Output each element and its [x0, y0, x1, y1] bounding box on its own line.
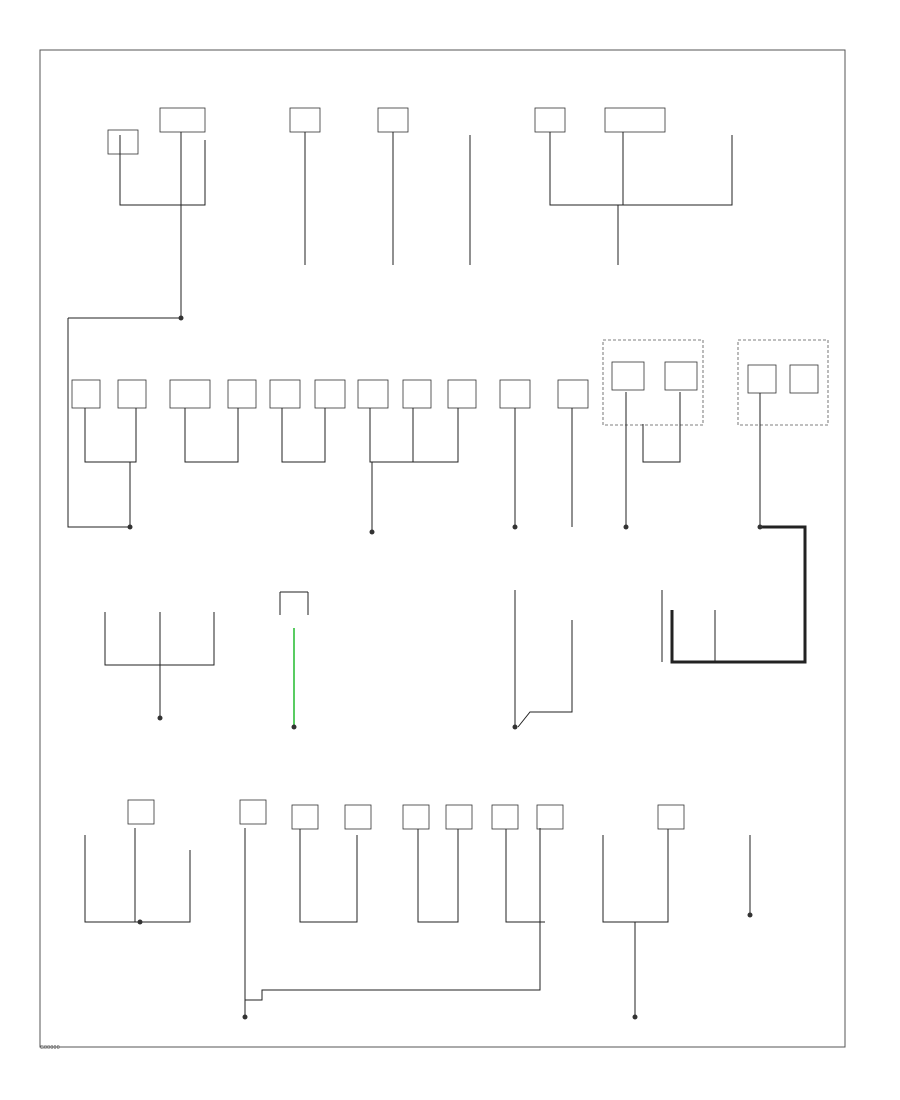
wires — [67, 132, 807, 1017]
component-box — [747, 364, 777, 394]
component-box — [534, 107, 566, 133]
component-box — [289, 107, 321, 133]
ground-point — [369, 529, 375, 535]
wire — [281, 408, 326, 463]
ground-point — [512, 524, 518, 530]
component-box — [117, 379, 147, 409]
component-boxes — [71, 107, 829, 830]
component-box — [127, 799, 155, 825]
component-box — [227, 379, 257, 409]
wire — [299, 829, 358, 923]
wire — [602, 829, 669, 923]
ground-point — [127, 524, 133, 530]
wire — [517, 620, 573, 728]
ground-points — [127, 315, 763, 1020]
ground-point — [632, 1014, 638, 1020]
component-box — [789, 364, 819, 394]
wire — [505, 829, 545, 923]
diagram-frame — [39, 49, 846, 1048]
component-box — [357, 379, 389, 409]
wire — [84, 408, 137, 463]
component-box — [499, 379, 531, 409]
component-box — [107, 129, 139, 155]
wire — [84, 835, 191, 923]
wire — [67, 318, 130, 528]
component-box — [291, 804, 319, 830]
component-box — [71, 379, 101, 409]
component-box — [611, 361, 645, 391]
component-box — [445, 804, 473, 830]
component-box — [239, 799, 267, 825]
figure-code: G00000 — [40, 1045, 60, 1051]
component-box — [664, 361, 698, 391]
ground-point — [291, 724, 297, 730]
ground-point — [757, 524, 763, 530]
harness-wire — [670, 525, 807, 664]
wire — [642, 392, 681, 463]
ground-point — [623, 524, 629, 530]
ground-point — [512, 724, 518, 730]
wire — [549, 132, 733, 206]
connector-housing — [737, 339, 829, 426]
component-box — [269, 379, 301, 409]
ground-point — [178, 315, 184, 321]
component-box — [557, 379, 589, 409]
ground-point — [137, 919, 143, 925]
component-box — [657, 804, 685, 830]
connector-housing — [602, 339, 704, 426]
wire — [369, 408, 459, 463]
component-box — [402, 379, 432, 409]
component-box — [159, 107, 206, 133]
wire — [417, 829, 459, 923]
component-box — [491, 804, 519, 830]
wire — [119, 135, 206, 206]
ground-point — [747, 912, 753, 918]
component-box — [377, 107, 409, 133]
ground-point — [157, 715, 163, 721]
wire — [244, 828, 541, 1001]
component-box — [344, 804, 372, 830]
component-box — [402, 804, 430, 830]
component-box — [604, 107, 666, 133]
ground-point — [242, 1014, 248, 1020]
wire — [184, 408, 239, 463]
component-box — [536, 804, 564, 830]
component-box — [314, 379, 346, 409]
component-box — [169, 379, 211, 409]
component-box — [447, 379, 477, 409]
